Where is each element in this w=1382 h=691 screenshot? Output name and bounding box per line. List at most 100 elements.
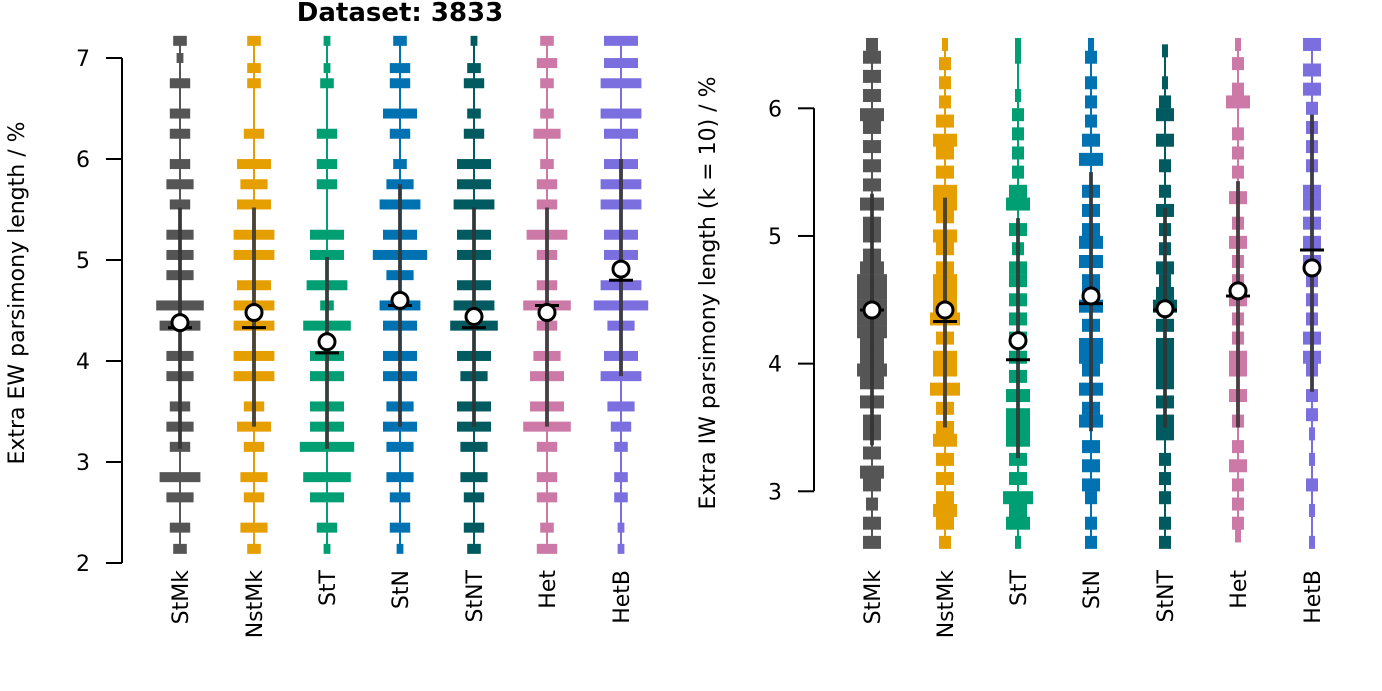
violin-bar	[463, 492, 485, 503]
violin-bar	[389, 63, 411, 74]
violin-bar	[936, 491, 954, 505]
violin-bar	[1306, 408, 1318, 422]
violin-bar	[463, 128, 485, 139]
violin-het	[523, 35, 571, 554]
violin-bar	[863, 446, 881, 460]
violin-bar	[540, 108, 554, 119]
violin-bar	[1156, 133, 1174, 147]
violin-bar	[614, 472, 628, 483]
violin-bar	[386, 441, 414, 452]
violin-bar	[1085, 114, 1097, 128]
category-label-nstmk: NstMk	[934, 570, 959, 639]
violin-bar	[936, 452, 954, 466]
violin-bar	[247, 78, 261, 89]
violin-bar	[1085, 491, 1097, 505]
violin-bar	[604, 128, 638, 139]
violin-bar	[617, 522, 625, 533]
violin-bar	[1232, 478, 1244, 492]
violin-bar	[1079, 152, 1103, 166]
violin-bar	[470, 35, 478, 46]
violin-stn	[372, 35, 428, 554]
violin-bar	[173, 543, 187, 554]
violin-bar	[1232, 165, 1244, 179]
violin-bar	[247, 63, 261, 74]
y-tick-label: 2	[76, 552, 90, 577]
violin-bar	[1226, 95, 1250, 109]
violin-bar	[1159, 159, 1171, 173]
violin-bar	[1159, 184, 1171, 198]
mean-point	[611, 259, 631, 279]
violin-bar	[614, 441, 628, 452]
violin-bar	[1009, 184, 1027, 198]
violin-bar	[240, 179, 268, 190]
violin-bar	[383, 108, 417, 119]
violin-bar	[610, 421, 632, 432]
violin-bar	[933, 133, 957, 147]
violin-bar	[1082, 478, 1100, 492]
violin-bar	[1232, 497, 1244, 511]
mean-point	[244, 303, 264, 323]
violin-bar	[863, 516, 881, 530]
violin-bar	[1003, 491, 1033, 505]
violin-bar	[863, 178, 881, 192]
violin-bar	[1303, 37, 1321, 51]
violin-bar	[169, 108, 191, 119]
violin-bar	[863, 159, 881, 173]
violin-bar	[533, 128, 561, 139]
violin-bar	[240, 472, 268, 483]
y-tick-label: 6	[768, 97, 782, 122]
mean-point	[935, 300, 955, 320]
violin-stmk	[857, 37, 887, 549]
violin-bar	[936, 165, 954, 179]
violin-bar	[936, 114, 954, 128]
violin-bar	[1232, 146, 1244, 160]
violin-bar	[1085, 50, 1097, 64]
y-tick-label: 3	[76, 451, 90, 476]
violin-bar	[863, 69, 881, 83]
chart-title: Dataset: 3833	[297, 0, 503, 28]
violin-bar	[1232, 57, 1244, 71]
iw-panel: Extra IW parsimony length (k = 10) / % 3…	[696, 37, 1326, 639]
violin-bar	[1235, 529, 1241, 543]
violin-bar	[866, 37, 878, 51]
mean-point	[464, 307, 484, 327]
violin-bar	[600, 108, 642, 119]
violin-bar	[169, 78, 191, 89]
violin-bar	[860, 465, 884, 479]
violin-bar	[1159, 452, 1171, 466]
violin-bar	[1159, 491, 1171, 505]
violin-bar	[1306, 478, 1318, 492]
violin-bar	[460, 441, 488, 452]
violin-bar	[1235, 37, 1241, 51]
violin-bar	[467, 63, 481, 74]
violin-bar	[457, 159, 491, 170]
violin-bar	[933, 503, 957, 517]
category-label-het: Het	[536, 570, 561, 609]
violin-bar	[389, 78, 411, 89]
category-label-stt: StT	[316, 569, 341, 606]
violin-bar	[316, 179, 338, 190]
violin-bar	[939, 57, 951, 71]
mean-point	[1081, 286, 1101, 306]
violin-bar	[939, 95, 951, 109]
violin-bar	[169, 199, 191, 210]
violin-bar	[237, 199, 271, 210]
mean-point	[390, 290, 410, 310]
violin-bar	[310, 249, 344, 260]
violin-bar	[166, 179, 194, 190]
violin-bar	[243, 492, 265, 503]
violin-bar	[386, 472, 414, 483]
y-tick-label: 5	[76, 249, 90, 274]
mean-point	[1302, 258, 1322, 278]
violin-bar	[540, 78, 554, 89]
violin-stt	[299, 35, 355, 554]
category-label-stn: StN	[1080, 570, 1105, 609]
violin-hetb	[1300, 37, 1324, 549]
violin-bar	[863, 89, 881, 103]
violin-bar	[1303, 82, 1321, 96]
violin-bar	[159, 472, 201, 483]
category-label-stmk: StMk	[861, 570, 886, 625]
violin-bar	[1085, 516, 1097, 530]
mean-point	[537, 303, 557, 323]
violin-bar	[536, 543, 558, 554]
